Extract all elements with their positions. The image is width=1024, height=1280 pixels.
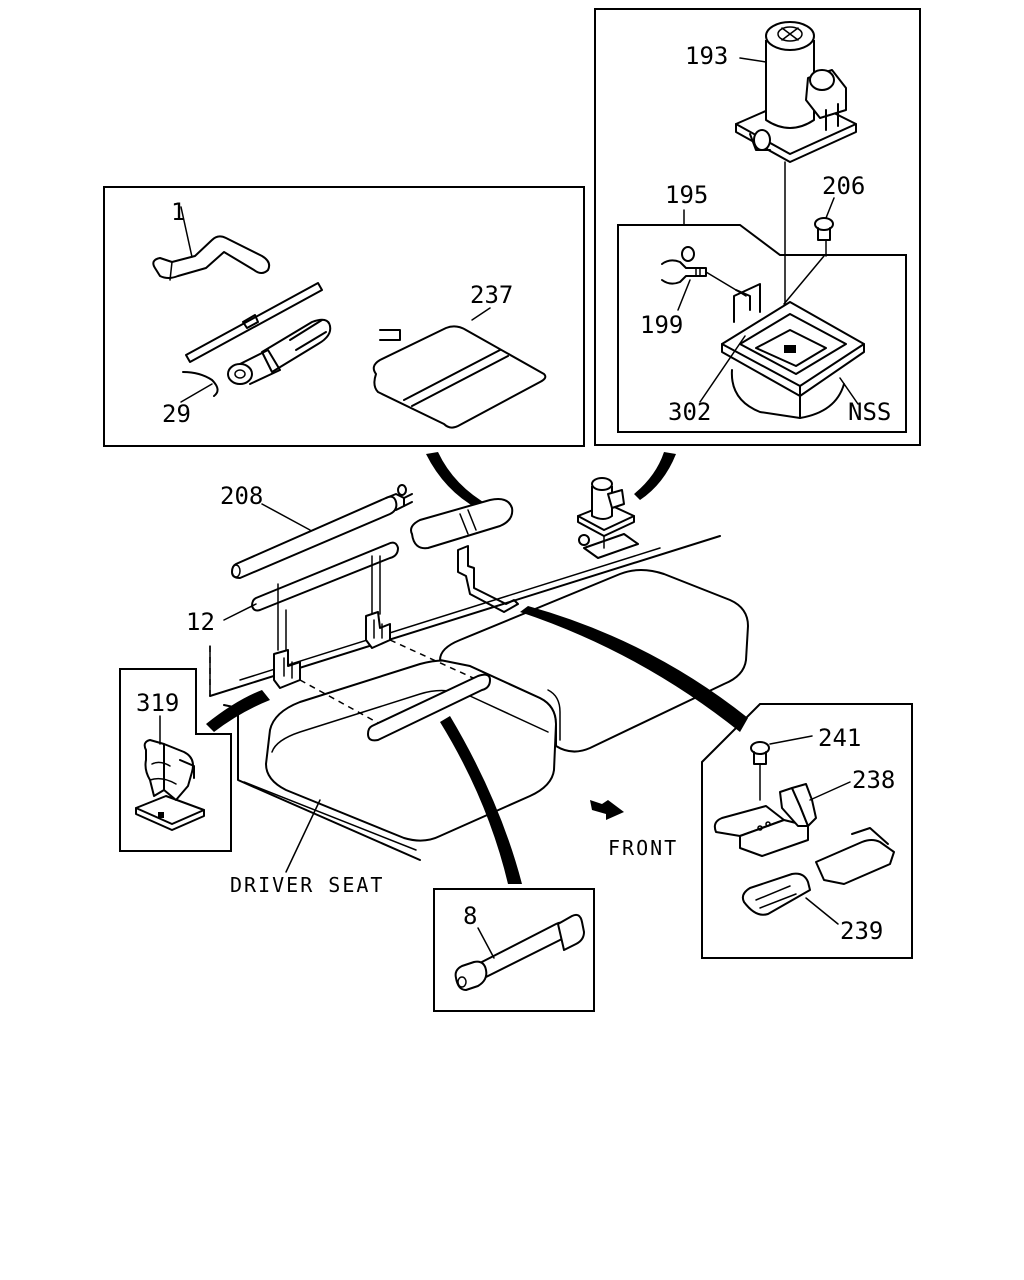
callout-193: 193	[685, 42, 728, 70]
bracket-238-part	[713, 781, 851, 857]
clip-319-part	[135, 739, 205, 831]
tube-208-part	[231, 484, 413, 579]
seat-assembly	[206, 477, 749, 884]
bolt-241-part	[750, 735, 813, 801]
wheel-brace-part	[152, 206, 271, 281]
arrow-wrench-to-8	[440, 716, 522, 884]
callout-199: 199	[640, 311, 683, 339]
callout-237: 237	[470, 281, 513, 309]
clip-right	[365, 611, 391, 649]
bolt-206-part	[814, 197, 835, 257]
front-arrow-icon	[590, 800, 624, 820]
callout-1: 1	[171, 198, 185, 226]
wrench-in-scene	[367, 673, 491, 742]
callout-239: 239	[840, 917, 883, 945]
callout-8: 8	[463, 902, 477, 930]
clip-inset: 319	[119, 668, 232, 852]
bracket-in-scene	[457, 545, 519, 613]
tool-bag-part	[372, 307, 547, 429]
arrow-tools-to-seat	[426, 452, 490, 512]
callout-206: 206	[822, 172, 865, 200]
arrow-jack-to-seat	[634, 452, 676, 500]
jack-handle-part	[180, 282, 332, 403]
callout-208: 208	[220, 482, 263, 510]
callout-302: 302	[668, 398, 711, 426]
bar-12-part	[251, 541, 399, 612]
arrow-clip-to-319	[206, 690, 270, 732]
bottle-jack-part	[735, 21, 857, 163]
clip-left	[273, 649, 301, 689]
callout-319: 319	[136, 689, 179, 717]
callout-29: 29	[162, 400, 191, 428]
wrench-8-part	[454, 913, 585, 991]
callout-195: 195	[665, 181, 708, 209]
tools-inset: 1 29 237	[103, 186, 585, 447]
bracket-239-part	[741, 827, 895, 925]
wing-bolt-part	[661, 246, 747, 311]
wrench-inset: 8	[433, 888, 595, 1012]
callout-nss: NSS	[848, 398, 891, 426]
callout-238: 238	[852, 766, 895, 794]
jack-on-floor	[577, 477, 639, 559]
tool-bag-on-floor	[410, 498, 514, 550]
arrow-bracket-to-238	[520, 606, 748, 732]
jack-bracket-part	[699, 255, 865, 419]
front-label: FRONT	[608, 836, 678, 860]
callout-12: 12	[186, 608, 215, 636]
bracket-inset: 241 238 239	[701, 703, 913, 959]
jack-inset: 193 195 206 199 302 NSS	[594, 8, 921, 446]
callout-241: 241	[818, 724, 861, 752]
driver-seat-label: DRIVER SEAT	[230, 873, 384, 897]
